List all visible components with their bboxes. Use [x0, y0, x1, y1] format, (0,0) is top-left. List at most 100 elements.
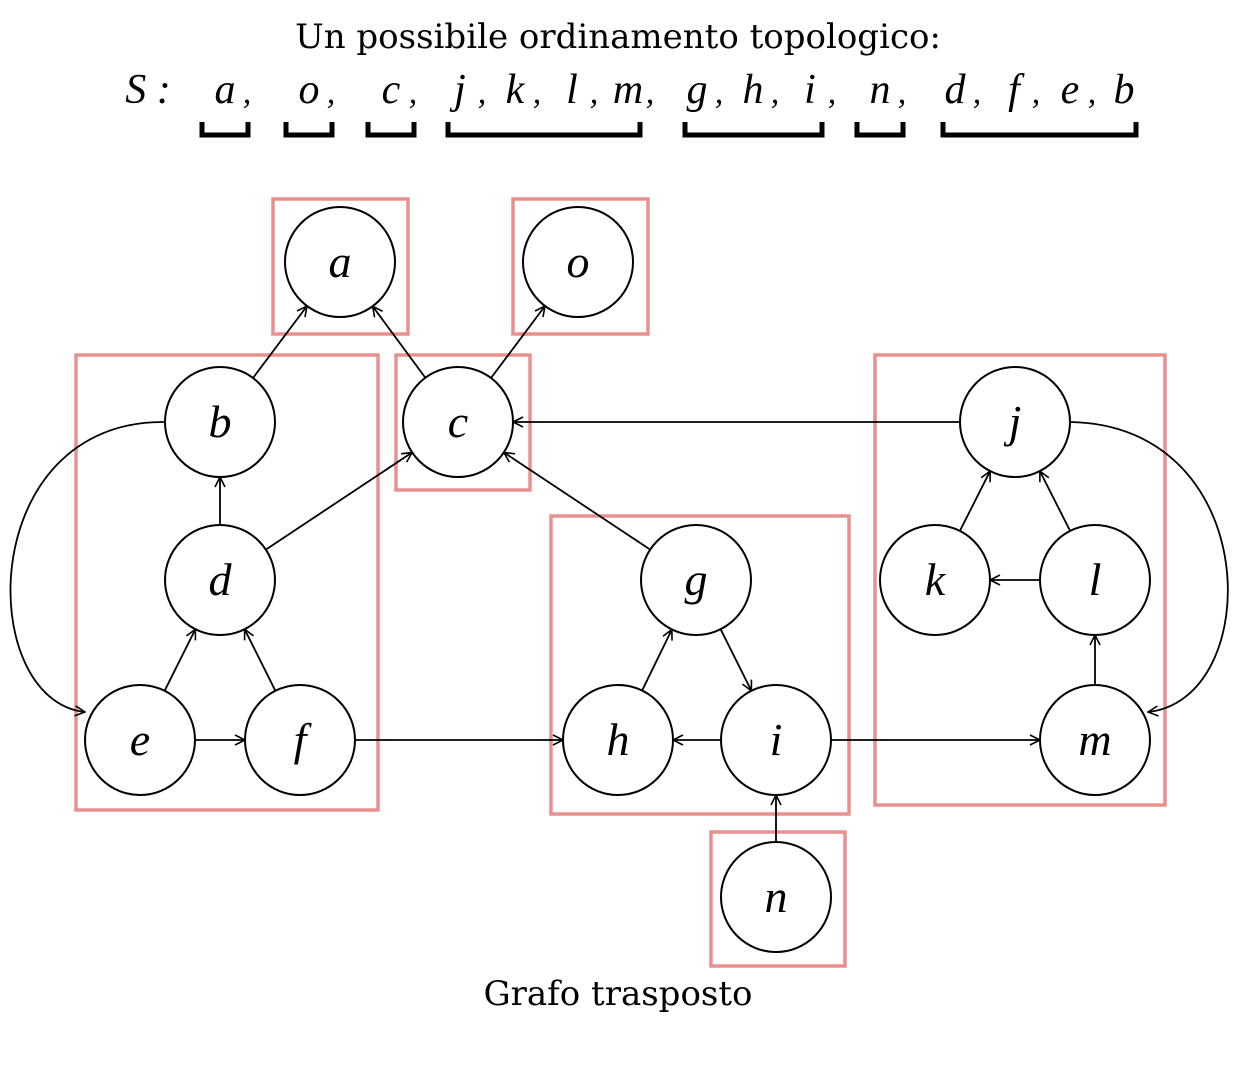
sequence-item-e: e: [1061, 67, 1080, 113]
edge-c-to-o: [490, 306, 545, 379]
component-box-a: [271, 197, 410, 336]
node-d: d: [164, 524, 276, 636]
node-n: n: [720, 841, 832, 953]
sequence-item-f: f: [1008, 67, 1025, 113]
group-bracket-o: [283, 122, 335, 138]
sequence-comma: ,: [478, 74, 487, 111]
node-label-c: c: [448, 396, 468, 447]
node-f: f: [244, 684, 356, 796]
node-g: g: [640, 524, 752, 636]
edge-k-to-j: [959, 471, 990, 532]
group-bracket-ghi: [682, 122, 825, 138]
node-circle-i: [720, 684, 832, 796]
sequence-item-o: o: [299, 67, 320, 113]
edge-b-to-e: [9, 421, 166, 712]
sequence-item-k: k: [506, 67, 526, 113]
sequence-comma: ,: [533, 74, 542, 111]
node-label-a: a: [329, 236, 352, 287]
node-circle-g: [640, 524, 752, 636]
sequence-item-a: a: [215, 67, 236, 113]
sequence-comma: ,: [973, 74, 982, 111]
node-circle-l: [1039, 524, 1151, 636]
edge-c-to-a: [373, 306, 427, 379]
sequence-comma: ,: [243, 74, 252, 111]
graph-edges: [9, 306, 1229, 842]
edge-g-to-c: [504, 452, 651, 551]
node-h: h: [562, 684, 674, 796]
node-circle-k: [879, 524, 991, 636]
node-label-m: m: [1078, 714, 1111, 765]
sequence-comma: ,: [409, 74, 418, 111]
sequence-comma: ,: [590, 74, 599, 111]
component-box-o: [511, 197, 650, 336]
page-title: Un possibile ordinamento topologico:: [295, 17, 941, 57]
edge-f-to-d: [243, 629, 277, 692]
node-k: k: [879, 524, 991, 636]
node-j: j: [959, 366, 1071, 478]
node-label-j: j: [1004, 396, 1022, 447]
node-m: m: [1039, 684, 1151, 796]
node-label-n: n: [765, 871, 788, 922]
node-b: b: [164, 366, 276, 478]
sequence-comma: ,: [1088, 74, 1097, 111]
sequence-item-h: h: [743, 67, 764, 113]
sequence-item-d: d: [945, 67, 967, 113]
node-label-g: g: [685, 554, 708, 605]
node-l: l: [1039, 524, 1151, 636]
node-label-d: d: [209, 554, 233, 605]
edge-l-to-j: [1040, 471, 1071, 532]
graph-nodes: a o b c j d g k l e f h i m n: [84, 206, 1151, 953]
sequence-item-n: n: [870, 67, 891, 113]
node-circle-d: [164, 524, 276, 636]
group-bracket-c: [365, 122, 417, 138]
sequence-comma: ,: [646, 74, 655, 111]
node-circle-o: [522, 206, 634, 318]
node-circle-a: [284, 206, 396, 318]
node-circle-e: [84, 684, 196, 796]
node-circle-b: [164, 366, 276, 478]
node-circle-h: [562, 684, 674, 796]
component-box-jklm: [873, 353, 1167, 807]
group-bracket-jklm: [445, 122, 643, 138]
sequence-comma: ,: [771, 74, 780, 111]
node-circle-f: [244, 684, 356, 796]
sequence-comma: ,: [828, 74, 837, 111]
node-circle-j: [959, 366, 1071, 478]
topological-order-sequence: S :a,o,c,j,k,l,m,g,h,i,n,d,f,e,b: [125, 67, 1139, 138]
node-label-o: o: [567, 236, 590, 287]
node-label-l: l: [1089, 554, 1102, 605]
node-label-e: e: [130, 714, 150, 765]
node-i: i: [720, 684, 832, 796]
sequence-comma: ,: [715, 74, 724, 111]
node-label-b: b: [209, 396, 232, 447]
graph-caption: Grafo trasposto: [484, 974, 753, 1014]
sequence-item-m: m: [613, 67, 643, 113]
edge-h-to-g: [641, 629, 672, 691]
sequence-item-b: b: [1114, 67, 1135, 113]
edge-d-to-c: [265, 452, 412, 551]
node-circle-n: [720, 841, 832, 953]
component-box-n: [709, 830, 847, 968]
edge-g-to-i: [719, 628, 753, 691]
node-label-h: h: [607, 714, 630, 765]
node-o: o: [522, 206, 634, 318]
node-circle-m: [1039, 684, 1151, 796]
group-bracket-a: [199, 122, 251, 138]
edge-j-to-m: [1069, 421, 1229, 712]
component-box-bdef: [74, 353, 380, 812]
sequence-item-c: c: [382, 67, 401, 113]
node-circle-c: [402, 366, 514, 478]
sequence-comma: ,: [327, 74, 336, 111]
sequence-item-l: l: [566, 67, 578, 113]
edge-b-to-a: [252, 306, 307, 379]
group-bracket-dfeb: [940, 122, 1139, 138]
sequence-item-i: i: [804, 67, 816, 113]
sequence-item-j: j: [449, 67, 466, 113]
edge-e-to-d: [163, 629, 197, 692]
node-label-i: i: [770, 714, 783, 765]
group-bracket-n: [854, 122, 906, 138]
component-box-ghi: [549, 514, 851, 816]
sequence-comma: ,: [1032, 74, 1041, 111]
node-a: a: [284, 206, 396, 318]
